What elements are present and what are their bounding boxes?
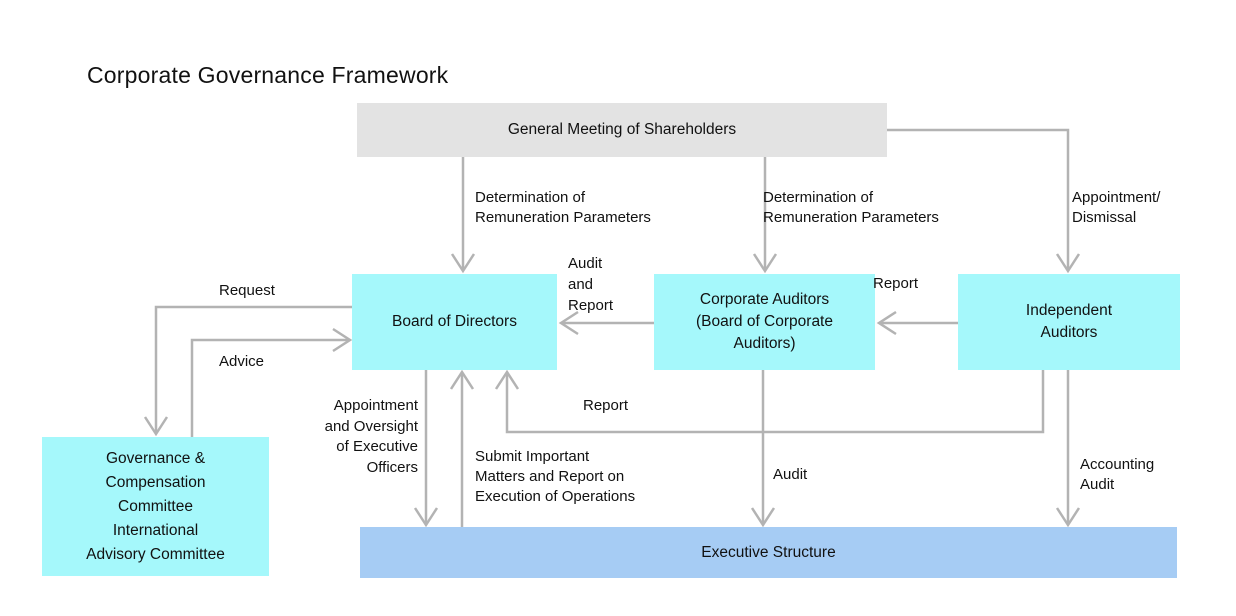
node-executive-structure-label: Executive Structure: [701, 543, 836, 561]
node-corporate-auditors-label: Corporate Auditors (Board of Corporate A…: [696, 291, 833, 352]
edge-advice: [190, 327, 353, 437]
node-independent-auditors-label: Independent Auditors: [1025, 302, 1113, 341]
label-submit-important: Submit Important Matters and Report on E…: [475, 448, 636, 505]
node-independent-auditors: Independent Auditors: [958, 274, 1180, 370]
edge-determination-left: [450, 157, 476, 274]
edge-accounting-audit: [1055, 370, 1081, 528]
label-advice: Advice: [219, 353, 265, 370]
node-board-of-directors: Board of Directors: [352, 274, 557, 370]
diagram-title: Corporate Governance Framework: [87, 62, 449, 88]
label-request: Request: [219, 282, 275, 299]
node-corporate-auditors: Corporate Auditors (Board of Corporate A…: [654, 274, 875, 370]
node-board-of-directors-label: Board of Directors: [392, 313, 517, 330]
label-audit-and-report: Audit and Report: [568, 255, 614, 314]
edge-audit-and-report: [558, 310, 654, 336]
label-determination-left: Determination of Remuneration Parameters: [475, 189, 651, 226]
label-determination-right: Determination of Remuneration Parameters: [763, 189, 939, 226]
node-governance-committee: Governance & Compensation Committee Inte…: [42, 437, 269, 576]
edge-request: [143, 305, 352, 437]
edge-audit: [750, 370, 776, 528]
node-general-meeting-label: General Meeting of Shareholders: [507, 121, 737, 138]
edge-submit-important: [449, 369, 475, 527]
node-executive-structure: Executive Structure: [360, 527, 1177, 578]
edge-report-independent-to-corporate: [876, 310, 958, 336]
label-audit: Audit: [773, 466, 808, 483]
node-governance-committee-label: Governance & Compensation Committee Inte…: [86, 449, 225, 563]
edge-report-to-board: [494, 369, 1045, 434]
label-appointment-oversight: Appointment and Oversight of Executive O…: [324, 397, 418, 476]
edge-determination-right: [752, 157, 778, 274]
label-appointment-dismissal: Appointment/ Dismissal: [1072, 189, 1161, 226]
label-report-to-board: Report: [583, 397, 629, 414]
label-accounting-audit: Accounting Audit: [1080, 456, 1155, 493]
node-general-meeting: General Meeting of Shareholders: [357, 103, 887, 157]
label-report-independent-to-corporate: Report: [873, 275, 919, 292]
edge-appointment-oversight: [413, 370, 439, 528]
edge-appointment-dismissal: [887, 128, 1081, 274]
